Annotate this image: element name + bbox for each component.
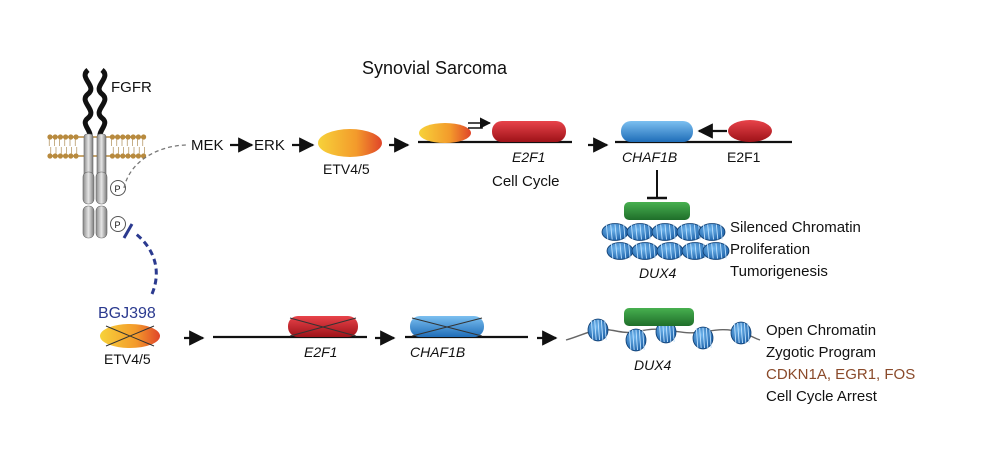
nucleosome: [676, 223, 704, 241]
outcome-open-chromatin: Open Chromatin: [766, 322, 876, 339]
lipid-head: [68, 153, 74, 159]
etv45-label-top: ETV4/5: [323, 161, 370, 177]
nucleosome: [625, 328, 647, 352]
inhibitor-dashed-curve: [135, 232, 158, 295]
etv45-bound-top: [419, 123, 471, 143]
nucleosome: [606, 242, 634, 260]
e2f1-gene-label-bottom: E2F1: [304, 344, 337, 360]
outcome-cell-cycle-arrest: Cell Cycle Arrest: [766, 388, 878, 405]
lipid-head: [47, 153, 53, 159]
dux4-label-bottom: DUX4: [634, 357, 672, 373]
lipid-head: [130, 153, 136, 159]
outcome-proliferation: Proliferation: [730, 241, 810, 258]
e2f1-factor-protein: [728, 120, 772, 142]
lipid-head: [63, 134, 69, 140]
inhibition-bar: [122, 223, 134, 239]
lipid-head: [135, 153, 141, 159]
chaf1b-complex-top: [624, 202, 690, 220]
fgfr-receptor: [82, 68, 108, 239]
cell-cycle-label: Cell Cycle: [492, 173, 560, 190]
nucleosome: [651, 223, 679, 241]
lipid-head: [57, 134, 64, 140]
erk-label: ERK: [254, 137, 285, 154]
lipid-head: [115, 134, 121, 140]
zygotic-gene-list: CDKN1A, EGR1, FOS: [766, 366, 915, 383]
outcome-tumorigenesis: Tumorigenesis: [730, 263, 828, 280]
lipid-head: [141, 134, 147, 140]
signal-dashed-curve: [123, 144, 189, 189]
nucleosome: [631, 242, 659, 260]
outcome-zygotic-program: Zygotic Program: [766, 344, 876, 361]
lipid-head: [52, 153, 58, 159]
nucleosome: [730, 321, 752, 345]
nucleosome: [587, 318, 609, 342]
chaf1b-gene-bottom-crossed: [410, 316, 484, 337]
nucleosome: [692, 326, 714, 350]
chaf1b-gene-top: [621, 121, 693, 142]
lipid-head: [115, 153, 121, 159]
etv45-protein-top: [318, 129, 382, 157]
e2f1-gene-top: [492, 121, 566, 142]
phospho-site-2: P: [110, 216, 126, 232]
e2f1-factor-label: E2F1: [727, 149, 761, 165]
etv45-protein-inhibited: [100, 324, 160, 348]
e2f1-gene-label-top: E2F1: [512, 149, 545, 165]
lipid-head: [73, 134, 79, 140]
diagram-title: Synovial Sarcoma: [362, 58, 508, 78]
lipid-head: [120, 134, 126, 140]
nucleosome: [702, 242, 730, 260]
nucleosome: [626, 223, 654, 241]
cell-membrane: [47, 134, 147, 159]
outcome-silenced-chromatin: Silenced Chromatin: [730, 219, 861, 236]
phospho-site-1: P: [110, 180, 126, 196]
lipid-head: [73, 153, 79, 159]
phospho-label-1: P: [115, 184, 121, 194]
lipid-head: [52, 134, 58, 140]
chaf1b-gene-label-top: CHAF1B: [622, 149, 677, 165]
lipid-head: [68, 134, 74, 140]
lipid-head: [109, 134, 115, 140]
nucleosome: [656, 242, 684, 260]
lipid-head: [125, 153, 131, 159]
lipid-head: [109, 153, 115, 159]
lipid-head: [135, 134, 141, 140]
etv45-label-bottom: ETV4/5: [104, 351, 151, 367]
lipid-head: [63, 153, 69, 159]
lipid-head: [57, 153, 64, 159]
lipid-head: [125, 134, 131, 140]
phospho-label-2: P: [115, 220, 121, 230]
nucleosome: [698, 223, 726, 241]
mek-label: MEK: [191, 137, 224, 154]
lipid-head: [130, 134, 136, 140]
e2f1-gene-bottom-crossed: [288, 316, 358, 337]
lipid-head: [120, 153, 126, 159]
chaf1b-gene-label-bottom: CHAF1B: [410, 344, 465, 360]
chaf1b-complex-bottom: [624, 308, 694, 326]
silenced-chromatin: [601, 223, 730, 260]
fgfr-label: FGFR: [111, 79, 152, 96]
bgj398-label: BGJ398: [98, 305, 156, 322]
dux4-label-top: DUX4: [639, 265, 677, 281]
nucleosome: [601, 223, 629, 241]
lipid-head: [47, 134, 53, 140]
